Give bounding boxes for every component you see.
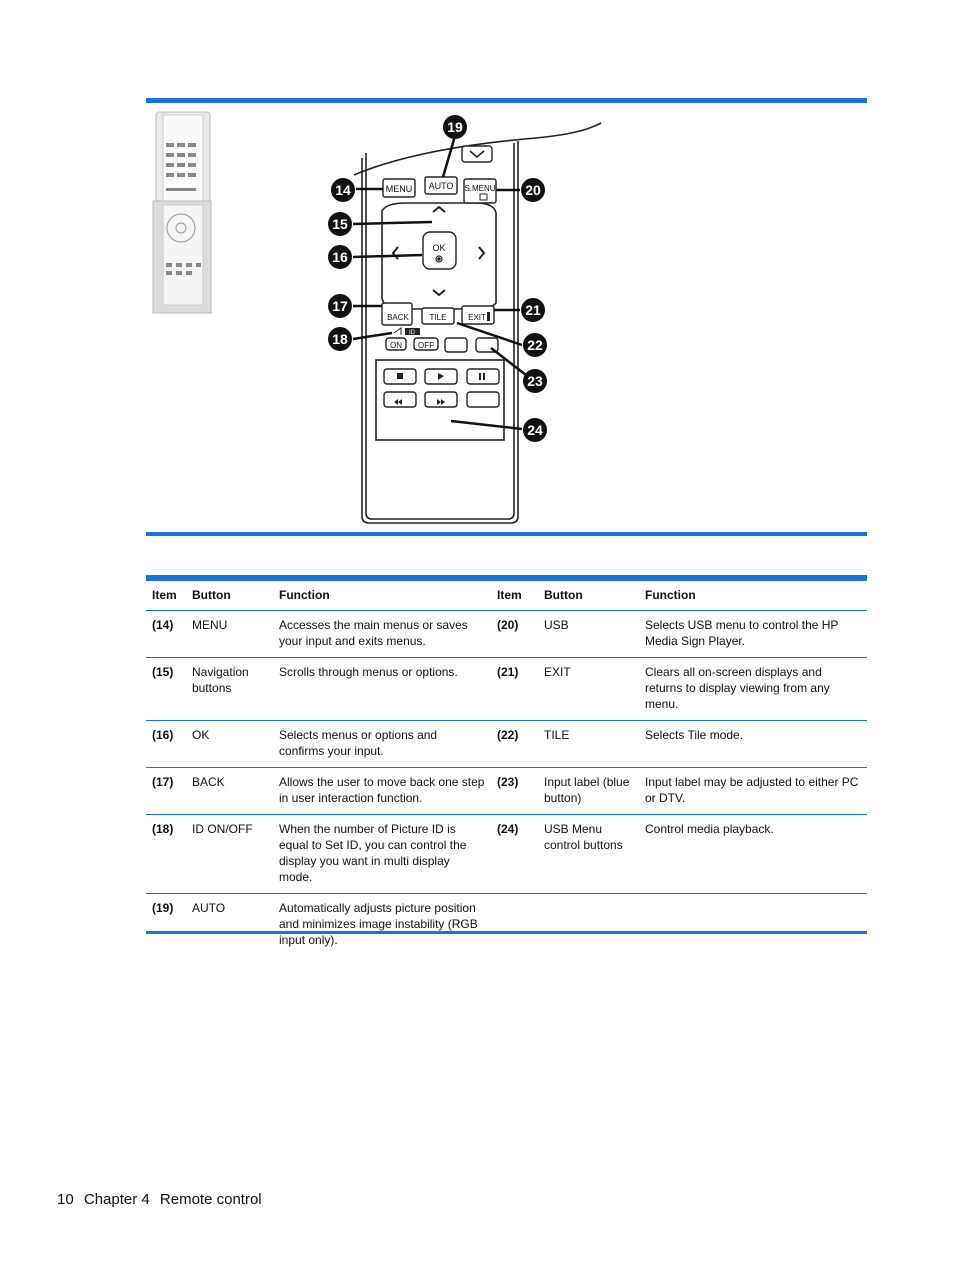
header-button: Button [544, 588, 583, 602]
table-cell-button-b: EXIT [538, 657, 639, 721]
callout-marker [328, 327, 352, 351]
callout-number: 20 [525, 182, 541, 198]
auto-key-label: AUTO [429, 181, 454, 191]
table-cell-button-a: Navigation buttons [186, 657, 273, 721]
figure-top-rule [146, 98, 867, 103]
table-cell-function-b: Selects USB menu to control the HP Media… [639, 610, 867, 658]
table-cell-item-b: (21) [491, 657, 538, 721]
chapter-label: Chapter 4 [83, 1191, 150, 1208]
id-off-key-label: OFF [418, 341, 434, 350]
callout-markers: 19 14 20 15 16 17 21 18 22 23 24 [328, 115, 547, 442]
table-cell-button-a: ID ON/OFF [186, 814, 273, 894]
callout-number: 15 [332, 216, 348, 232]
table-cell-function-a: Automatically adjusts picture position a… [273, 893, 491, 956]
menu-key-label: MENU [386, 184, 413, 194]
callout-marker [521, 178, 545, 202]
callout-number: 21 [525, 302, 541, 318]
table-top-rule [146, 575, 867, 581]
table-header-row: Item Button Function Item Button Functio… [146, 581, 867, 611]
header-item: Item [497, 588, 522, 602]
callout-marker [443, 115, 467, 139]
chapter-title: Remote control [159, 1191, 262, 1208]
back-key-label: BACK [387, 313, 409, 322]
table-cell-button-a: OK [186, 720, 273, 768]
exit-key-label: EXIT [468, 313, 486, 322]
figure-bottom-rule [146, 532, 867, 536]
table-cell-item-a: (15) [146, 657, 186, 721]
table-bottom-rule [146, 931, 867, 934]
page-number: 10 [57, 1191, 74, 1208]
table-cell-function-a: When the number of Picture ID is equal t… [273, 814, 491, 894]
table-cell-function-b: Clears all on-screen displays and return… [639, 657, 867, 721]
callout-marker [331, 178, 355, 202]
callout-marker [523, 418, 547, 442]
callout-leaders [352, 135, 527, 431]
table-cell-item-b: (23) [491, 767, 538, 815]
callout-marker [328, 294, 352, 318]
remote-illustration: MENU AUTO S.MENU OK BACK TILE EXIT ON OF… [152, 111, 602, 524]
table-cell-button-a: MENU [186, 610, 273, 658]
table-cell-item-a: (16) [146, 720, 186, 768]
table-cell-item-a: (19) [146, 893, 186, 956]
table-cell-button-b: Input label (blue button) [538, 767, 639, 815]
table-cell-function-a: Allows the user to move back one step in… [273, 767, 491, 815]
header-item: Item [152, 588, 177, 602]
smenu-key-label: S.MENU [464, 184, 495, 193]
table-cell-function-a: Scrolls through menus or options. [273, 657, 491, 721]
table-cell-button-a: AUTO [186, 893, 273, 956]
callout-number: 22 [527, 337, 543, 353]
callout-marker [328, 245, 352, 269]
header-button: Button [192, 588, 231, 602]
callout-number: 23 [527, 373, 543, 389]
remote-thumbnail [152, 111, 212, 314]
table-cell-function-b [639, 893, 867, 956]
table-cell-button-b [538, 893, 639, 956]
table-cell-button-b: TILE [538, 720, 639, 768]
callout-number: 14 [335, 182, 351, 198]
header-function: Function [279, 588, 330, 602]
remote-glyphs [391, 150, 490, 405]
tile-key-label: TILE [430, 313, 447, 322]
button-function-table: Item Button Function Item Button Functio… [146, 581, 867, 956]
id-key-label: ID [409, 330, 416, 336]
table-cell-item-b: (20) [491, 610, 538, 658]
table-cell-item-a: (18) [146, 814, 186, 894]
table-cell-function-b: Control media playback. [639, 814, 867, 894]
callout-number: 24 [527, 422, 543, 438]
callout-marker [523, 333, 547, 357]
remote-figure: MENU AUTO S.MENU OK BACK TILE EXIT ON OF… [146, 103, 867, 532]
table-cell-button-a: BACK [186, 767, 273, 815]
callout-marker [523, 369, 547, 393]
callout-marker [328, 212, 352, 236]
ok-key-label: OK [432, 243, 445, 253]
table-cell-item-a: (14) [146, 610, 186, 658]
header-function: Function [645, 588, 696, 602]
callout-number: 19 [447, 119, 463, 135]
table-cell-button-b: USB [538, 610, 639, 658]
table-cell-item-b [491, 893, 538, 956]
callout-number: 16 [332, 249, 348, 265]
table-cell-item-b: (24) [491, 814, 538, 894]
remote-buttons [381, 145, 500, 408]
table-cell-function-b: Selects Tile mode. [639, 720, 867, 768]
table-cell-function-b: Input label may be adjusted to either PC… [639, 767, 867, 815]
table-cell-function-a: Selects menus or options and confirms yo… [273, 720, 491, 768]
id-on-key-label: ON [390, 341, 402, 350]
table-cell-item-a: (17) [146, 767, 186, 815]
table-cell-item-b: (22) [491, 720, 538, 768]
callout-marker [521, 298, 545, 322]
callout-number: 18 [332, 331, 348, 347]
callout-number: 17 [332, 298, 348, 314]
table-cell-button-b: USB Menu control buttons [538, 814, 639, 894]
table-cell-function-a: Accesses the main menus or saves your in… [273, 610, 491, 658]
page-footer: 10 Chapter 4 Remote control [57, 1191, 268, 1208]
